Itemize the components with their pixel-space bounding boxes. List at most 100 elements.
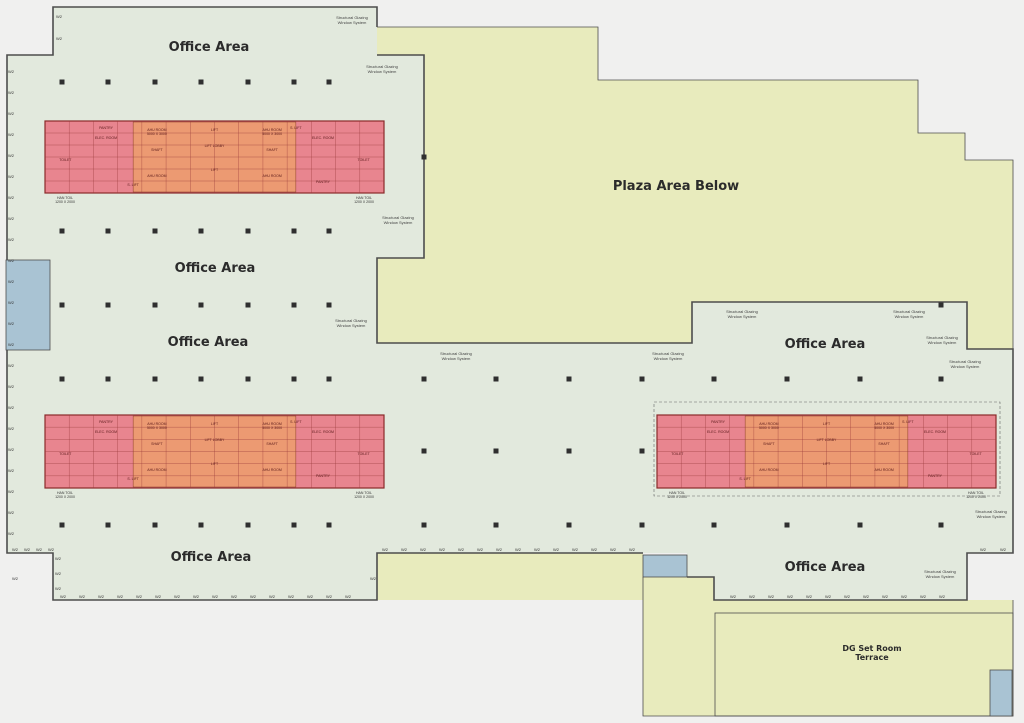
window-tag: W2 (477, 547, 484, 552)
window-tag: W2 (60, 594, 67, 599)
window-tag: W2 (212, 594, 219, 599)
column (291, 376, 297, 382)
window-tag: W2 (439, 547, 446, 552)
core-label: AHU ROOM (263, 468, 282, 472)
core-label: PANTRY (316, 474, 331, 478)
column (711, 376, 717, 382)
glazing-note-line2: Window System (926, 574, 955, 579)
plaza-area-polygon (377, 27, 1013, 349)
han-toilet-label: HAN TOIL (356, 196, 372, 200)
core-label: 5000 X 3000 (147, 426, 167, 430)
han-toilet-size: 1200 X 2000 (966, 495, 986, 499)
window-tag: W2 (901, 594, 908, 599)
core-label: AHU ROOM (263, 422, 282, 426)
window-tag: W2 (8, 111, 15, 116)
column (152, 522, 158, 528)
core-label: PANTRY (99, 420, 114, 424)
window-tag: W2 (8, 489, 15, 494)
core-label: 5000 X 3000 (759, 426, 779, 430)
glazing-note-line1: Structural Glazing (926, 335, 958, 340)
window-tag: W2 (534, 547, 541, 552)
han-toilet-size: 1200 X 2000 (55, 200, 75, 204)
dg-set-room-label: DG Set Room (842, 644, 901, 653)
column (198, 228, 204, 234)
core-label: TOILET (970, 452, 983, 456)
window-tag: W2 (730, 594, 737, 599)
column (566, 522, 572, 528)
window-tag: W2 (515, 547, 522, 552)
column (198, 302, 204, 308)
column (245, 228, 251, 234)
column (421, 448, 427, 454)
window-tag: W2 (56, 36, 63, 41)
glazing-note-line1: Structural Glazing (382, 215, 414, 220)
terrace-label: Terrace (855, 653, 889, 662)
han-toilet-size: 1200 X 2000 (667, 495, 687, 499)
core-label: LIFT (823, 462, 831, 466)
window-tag: W2 (980, 547, 987, 552)
window-tag: W2 (496, 547, 503, 552)
glazing-note-line1: Structural Glazing (440, 351, 472, 356)
window-tag: W2 (8, 531, 15, 536)
core-label: SHAFT (151, 442, 163, 446)
office-area-label-6: Office Area (785, 560, 866, 575)
column (291, 228, 297, 234)
core-label: S. LIFT (902, 420, 914, 424)
glazing-note-line2: Window System (977, 514, 1006, 519)
window-tag: W2 (8, 405, 15, 410)
window-tag: W2 (591, 547, 598, 552)
glazing-note-line1: Structural Glazing (726, 309, 758, 314)
glazing-note-line1: Structural Glazing (924, 569, 956, 574)
column (59, 79, 65, 85)
core-label: SHAFT (763, 442, 775, 446)
column (291, 79, 297, 85)
window-tag: W2 (882, 594, 889, 599)
window-tag: W2 (806, 594, 813, 599)
core-label: AHU ROOM (147, 422, 166, 426)
column (105, 228, 111, 234)
core-label: ELEC. ROOM (924, 430, 946, 434)
plaza-area-label: Plaza Area Below (613, 179, 739, 194)
core-label: TOILET (59, 158, 72, 162)
column (326, 228, 332, 234)
window-tag: W2 (8, 279, 15, 284)
glazing-note-line1: Structural Glazing (366, 64, 398, 69)
window-tag: W2 (345, 594, 352, 599)
east-core-dashed-boundary (653, 401, 1001, 497)
core-label: S. LIFT (290, 420, 302, 424)
column (105, 376, 111, 382)
window-tag: W2 (939, 594, 946, 599)
window-tag: W2 (844, 594, 851, 599)
stair-south (642, 554, 688, 578)
window-tag: W2 (174, 594, 181, 599)
window-tag: W2 (231, 594, 238, 599)
window-tag: W2 (250, 594, 257, 599)
glazing-note-line2: Window System (368, 69, 397, 74)
core-label: S. LIFT (127, 183, 139, 187)
core-label: LIFT LOBBY (205, 144, 225, 148)
han-toilet-label: HAN TOIL (669, 491, 685, 495)
column (938, 302, 944, 308)
window-tag: W2 (629, 547, 636, 552)
window-tag: W2 (8, 237, 15, 242)
han-toilet-label: HAN TOIL (57, 196, 73, 200)
column (566, 376, 572, 382)
core-label: S. LIFT (739, 477, 751, 481)
column (152, 79, 158, 85)
window-tag: W2 (749, 594, 756, 599)
plaza-lower-areas (377, 27, 1013, 716)
window-tag: W2 (8, 90, 15, 95)
core-label: ELEC. ROOM (707, 430, 729, 434)
glazing-note-line2: Window System (728, 314, 757, 319)
column (938, 522, 944, 528)
column (105, 522, 111, 528)
window-tag: W2 (307, 594, 314, 599)
window-tag: W2 (36, 547, 43, 552)
core-label: AHU ROOM (875, 422, 894, 426)
glazing-note-line1: Structural Glazing (893, 309, 925, 314)
core-label: S. LIFT (127, 477, 139, 481)
core-label: TOILET (59, 452, 72, 456)
core-label: AHU ROOM (759, 468, 778, 472)
window-tag: W2 (8, 69, 15, 74)
window-tag: W2 (8, 153, 15, 158)
